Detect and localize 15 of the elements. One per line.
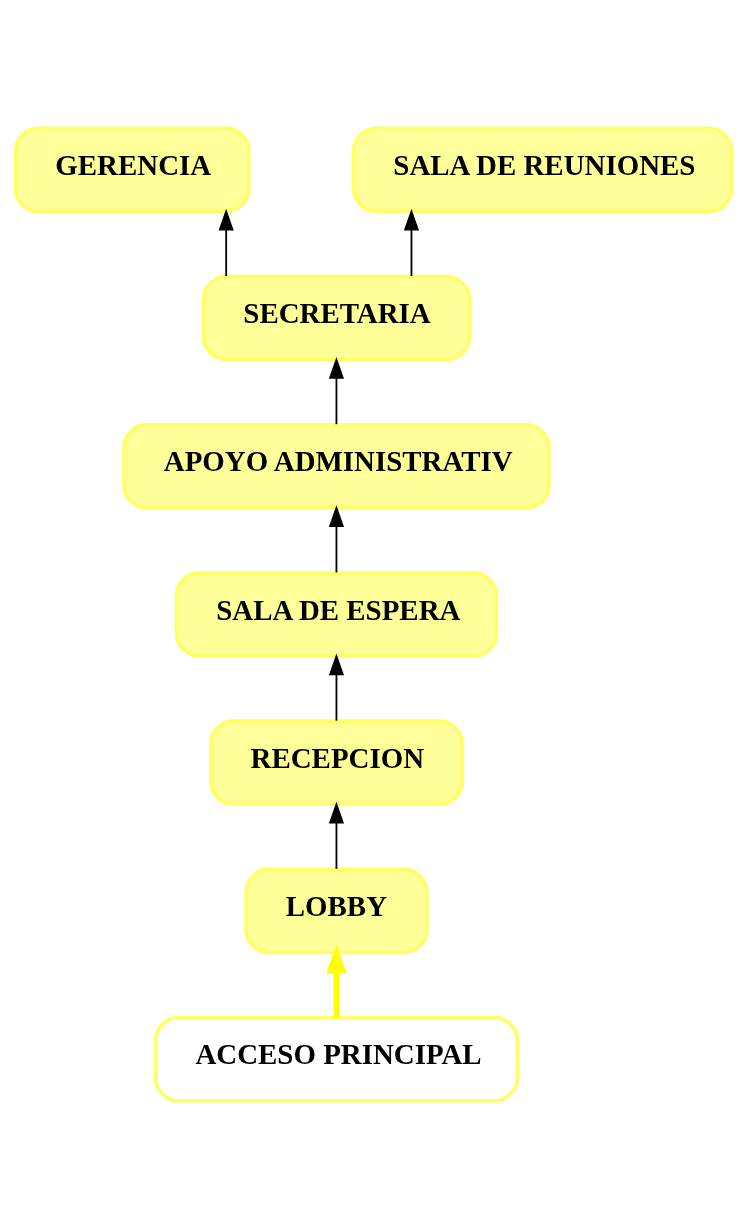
arrow xyxy=(328,505,345,574)
node-box: ACCESO PRINCIPAL xyxy=(153,1015,519,1103)
arrow xyxy=(326,944,347,1018)
node-box: SALA DE REUNIONES xyxy=(351,126,734,214)
arrow xyxy=(328,356,345,426)
node-box: GERENCIA xyxy=(13,126,251,214)
node-box: SECRETARIA xyxy=(201,274,472,362)
arrow xyxy=(328,653,345,722)
arrow xyxy=(403,208,420,277)
node-box: RECEPCION xyxy=(209,719,464,807)
node-box: APOYO ADMINISTRATIV xyxy=(122,422,551,510)
node-box: SALA DE ESPERA xyxy=(174,571,499,658)
arrow xyxy=(218,208,234,277)
node-box: LOBBY xyxy=(244,867,429,955)
arrow xyxy=(328,801,345,870)
